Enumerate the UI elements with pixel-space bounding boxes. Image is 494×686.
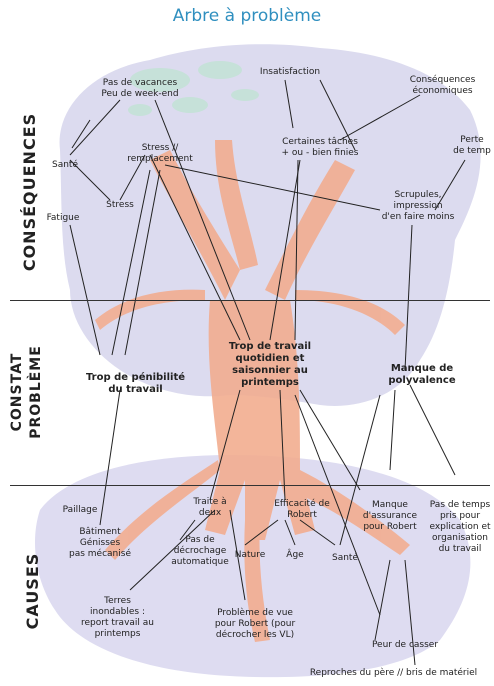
node-fatigue: Fatigue [38, 213, 88, 224]
section-label-causes: CAUSES [22, 551, 44, 631]
section-label-consequences: CONSÉQUENCES [19, 107, 41, 277]
node-pas-de-vacances: Pas de vacances Peu de week-end [85, 78, 195, 100]
node-traite-a-deux: Traite à deux [180, 497, 240, 519]
node-age: Âge [280, 550, 310, 561]
divider-consequences-constat [10, 300, 490, 301]
node-probleme-de-vue: Problème de vue pour Robert (pour décroc… [200, 608, 310, 641]
node-manque-polyvalence: Manque de polyvalence [372, 363, 472, 387]
node-insatisfaction: Insatisfaction [250, 67, 330, 78]
node-consequences-economiques: Conséquences économiques [400, 75, 485, 97]
node-trop-de-travail: Trop de travail quotidien et saisonnier … [210, 341, 330, 389]
node-pas-de-temps: Pas de temps pris pour explication et or… [420, 500, 494, 555]
node-manque-assurance: Manque d'assurance pour Robert [350, 500, 430, 533]
section-label-constat: CONSTAT PROBLÈME [8, 337, 52, 447]
node-batiment: Bâtiment Génisses pas mécanisé [55, 527, 145, 560]
node-terres-inondables: Terres inondables : report travail au pr… [65, 596, 170, 640]
node-reproches-pere: Reproches du père // bris de matériel [296, 668, 491, 679]
node-sante-consequence: Santé [45, 160, 85, 171]
node-stress-remplacement: Stress // remplacement [115, 143, 205, 165]
node-peur-de-casser: Peur de casser [360, 640, 450, 651]
node-decrochage: Pas de décrochage automatique [160, 535, 240, 568]
node-perte-de-temps: Perte de temp [450, 135, 494, 157]
diagram-title: Arbre à problème [0, 6, 494, 26]
divider-constat-causes [10, 485, 490, 486]
node-penibilite: Trop de pénibilité du travail [78, 372, 193, 396]
node-sante-cause: Santé [325, 553, 365, 564]
node-efficacite-robert: Efficacité de Robert [262, 499, 342, 521]
node-stress: Stress [95, 200, 145, 211]
node-certaines-taches: Certaines tâches + ou - bien finies [265, 137, 375, 159]
node-paillage: Paillage [50, 505, 110, 516]
node-scrupules: Scrupules, impression d'en faire moins [368, 190, 468, 223]
